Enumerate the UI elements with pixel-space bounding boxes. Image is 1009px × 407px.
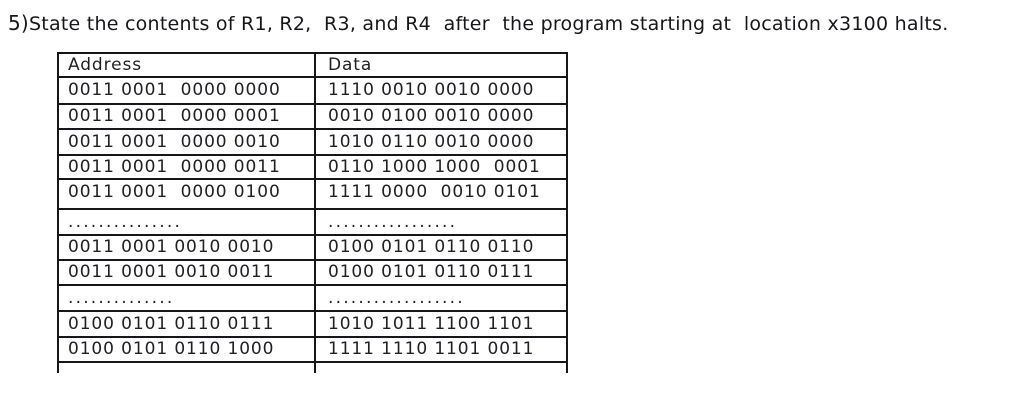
data-cell: 0110 1000 1000 0001 xyxy=(314,154,568,180)
address-cell: 0011 0001 0010 0011 xyxy=(57,259,316,286)
address-cell: 0011 0001 0000 0010 xyxy=(57,128,316,156)
ellipsis-row: ................................ xyxy=(57,208,568,236)
address-cell: 0011 0001 0000 0100 xyxy=(57,178,316,210)
ellipsis-row: ................................ xyxy=(57,284,568,312)
data-cell: 1111 1110 1101 0011 xyxy=(314,336,568,363)
data-column-header: Data xyxy=(314,52,568,78)
question-number: 5) xyxy=(8,11,29,35)
address-cell: 0100 0101 0110 1000 xyxy=(57,336,316,363)
empty-cell xyxy=(314,361,568,373)
data-cell: 1010 0110 0010 0000 xyxy=(314,128,568,156)
data-cell: 0100 0101 0110 0111 xyxy=(314,259,568,286)
header-row: Address Data xyxy=(57,52,568,78)
address-column-header: Address xyxy=(57,52,316,78)
clipped-row xyxy=(57,361,568,373)
address-cell: ............... xyxy=(57,208,316,236)
address-cell: .............. xyxy=(57,284,316,312)
data-cell: 1111 0000 0010 0101 xyxy=(314,178,568,210)
address-cell: 0100 0101 0110 0111 xyxy=(57,310,316,338)
data-cell: .................. xyxy=(314,284,568,312)
data-cell: 1010 1011 1100 1101 xyxy=(314,310,568,338)
memory-table-header: Address Data xyxy=(57,52,568,78)
data-cell: 0010 0100 0010 0000 xyxy=(314,103,568,130)
data-cell: 1110 0010 0010 0000 xyxy=(314,76,568,105)
address-cell: 0011 0001 0000 0001 xyxy=(57,103,316,130)
data-cell: ................. xyxy=(314,208,568,236)
empty-cell xyxy=(57,361,316,373)
address-cell: 0011 0001 0000 0011 xyxy=(57,154,316,180)
address-cell: 0011 0001 0000 0000 xyxy=(57,76,316,105)
question: 5)State the contents of R1, R2, R3, and … xyxy=(8,11,948,35)
question-text: State the contents of R1, R2, R3, and R4… xyxy=(28,13,949,35)
address-cell: 0011 0001 0010 0010 xyxy=(57,234,316,261)
data-cell: 0100 0101 0110 0110 xyxy=(314,234,568,261)
